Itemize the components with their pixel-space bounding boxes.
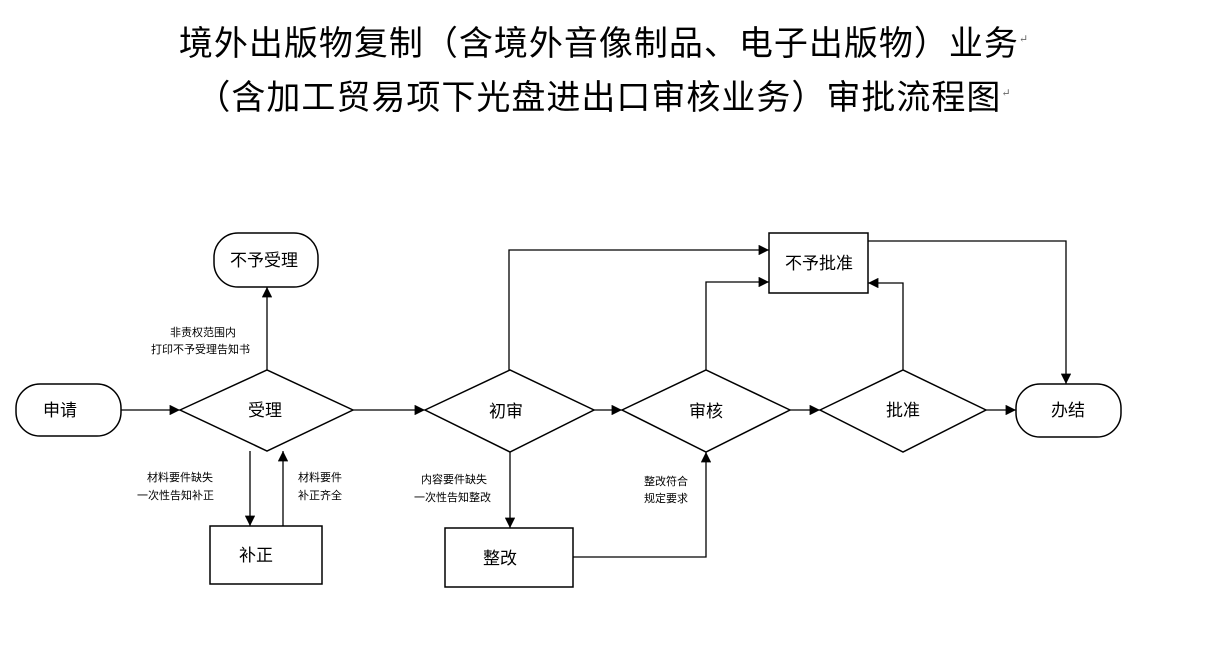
node-rectify-label: 整改 (483, 549, 517, 569)
arrow-first-review-to-reject-approve (508, 244, 769, 370)
node-correct-label: 补正 (239, 546, 273, 566)
node-reject-approve: 不予批准 (768, 232, 869, 294)
annotation-complete-1: 材料要件 (298, 470, 342, 484)
annotation-missing-2: 一次性告知补正 (137, 488, 214, 502)
node-finish: 办结 (1015, 383, 1122, 438)
node-accept: 受理 (178, 369, 355, 452)
annotation-content-2: 一次性告知整改 (414, 490, 491, 504)
annotation-complete-2: 补正齐全 (298, 488, 342, 502)
node-correct: 补正 (209, 525, 323, 585)
arrow-reject-approve-to-finish (868, 240, 1072, 384)
node-reject-accept-label: 不予受理 (230, 251, 298, 271)
node-reject-accept: 不予受理 (213, 232, 319, 288)
title-line-1-text: 境外出版物复制（含境外音像制品、电子出版物）业务 (178, 24, 1019, 64)
paragraph-mark: ↵ (1001, 86, 1012, 100)
node-accept-label: 受理 (248, 401, 282, 421)
arrow-review-to-reject-approve (705, 276, 769, 370)
arrow-rectify-to-review (573, 452, 712, 558)
annotation-out-of-scope-2: 打印不予受理告知书 (151, 342, 250, 356)
node-approve-label: 批准 (886, 401, 920, 421)
node-reject-approve-label: 不予批准 (785, 254, 853, 274)
node-rectify: 整改 (444, 527, 574, 588)
node-apply-label: 申请 (43, 401, 77, 421)
annotation-out-of-scope-1: 非责权范围内 (170, 325, 236, 339)
node-review: 审核 (620, 369, 792, 453)
node-apply: 申请 (15, 383, 122, 437)
paragraph-mark: ↵ (1018, 32, 1030, 46)
annotation-conform-1: 整改符合 (644, 474, 688, 488)
annotation-missing-1: 材料要件缺失 (147, 470, 213, 484)
node-approve: 批准 (818, 369, 988, 453)
node-review-label: 审核 (689, 402, 723, 422)
title-line-2-text: （含加工贸易项下光盘进出口审核业务）审批流程图 (196, 78, 1002, 118)
title-line-2: （含加工贸易项下光盘进出口审核业务）审批流程图↵ (0, 70, 1208, 119)
annotation-conform-2: 规定要求 (644, 491, 688, 505)
annotation-content-1: 内容要件缺失 (421, 472, 487, 486)
title-line-1: 境外出版物复制（含境外音像制品、电子出版物）业务↵ (0, 16, 1208, 65)
node-finish-label: 办结 (1051, 401, 1085, 421)
node-first-review: 初审 (423, 369, 596, 453)
node-first-review-label: 初审 (489, 402, 523, 422)
arrow-approve-to-reject-approve (868, 277, 904, 370)
